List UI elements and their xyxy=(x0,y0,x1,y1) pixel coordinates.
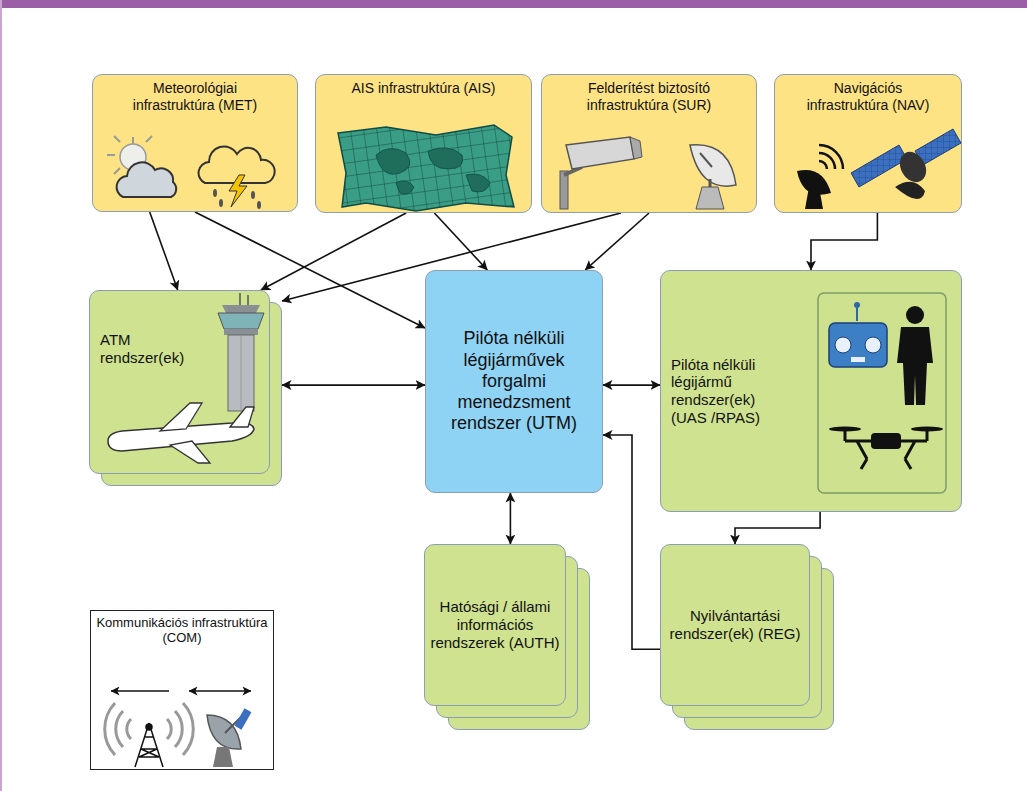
map-regions xyxy=(376,148,490,194)
remote-controller xyxy=(829,302,887,367)
header-bar xyxy=(0,0,1027,8)
sun xyxy=(120,144,146,170)
connector-arrow xyxy=(811,213,877,270)
connector-arrow xyxy=(150,212,178,290)
inner-panel xyxy=(818,293,946,493)
arrow xyxy=(111,690,169,692)
infrastructure-box: Navigációs infrastruktúra (NAV) xyxy=(774,74,962,213)
node-label: Kommunikációs infrastruktúra (COM) xyxy=(94,615,270,646)
atm-icons xyxy=(90,291,271,475)
cloud xyxy=(117,162,177,197)
node-label: Nyilvántartási rendszer(ek) (REG) xyxy=(664,607,806,642)
infrastructure-box: Kommunikációs infrastruktúra (COM) xyxy=(90,610,274,770)
sun-rays xyxy=(107,136,152,174)
satellite xyxy=(851,129,961,199)
node-label: Pilóta nélküli légijármű rendszer(ek) (U… xyxy=(671,356,795,427)
radio-waves xyxy=(105,703,194,755)
infrastructure-box: Meteorológiai infrastruktúra (MET) xyxy=(92,74,298,212)
connector-arrow xyxy=(603,384,660,386)
system-box: Pilóta nélküli légijármű rendszer(ek) (U… xyxy=(660,270,962,512)
connector-arrow xyxy=(282,384,425,386)
system-box: ATM rendszer(ek) xyxy=(89,290,270,474)
camera xyxy=(560,137,642,209)
infrastructure-box: AIS infrastruktúra (AIS) xyxy=(315,74,532,213)
system-box: Hatósági / állami információs rendszerek… xyxy=(424,544,566,706)
radar-dish xyxy=(690,145,736,209)
node-label: Navigációs infrastruktúra (NAV) xyxy=(803,80,933,113)
frame-line xyxy=(0,0,2,791)
map-grid xyxy=(338,125,514,211)
connector-arrow xyxy=(585,213,649,270)
person-silhouette xyxy=(897,306,933,405)
control-tower xyxy=(218,293,264,411)
ground-antenna xyxy=(797,145,843,209)
infrastructure-box: Felderítést biztosító infrastruktúra (SU… xyxy=(541,74,757,213)
node-label: ATM rendszer(ek) xyxy=(100,331,204,366)
connector-arrow xyxy=(510,493,512,544)
node-label: AIS infrastruktúra (AIS) xyxy=(344,80,504,97)
arrow xyxy=(189,690,251,692)
lightning xyxy=(229,175,247,207)
utm-box: Pilóta nélküli légijárművek forgalmi men… xyxy=(425,270,603,493)
node-label: Meteorológiai infrastruktúra (MET) xyxy=(129,80,261,113)
connector-arrow xyxy=(603,435,660,649)
storm-cloud xyxy=(199,146,275,183)
connector-arrow xyxy=(735,512,820,544)
node-label: Hatósági / állami információs rendszerek… xyxy=(428,598,562,651)
airplane xyxy=(108,403,254,463)
connector-arrow xyxy=(261,213,406,290)
node-label: Felderítést biztosító infrastruktúra (SU… xyxy=(561,80,737,113)
rain xyxy=(213,189,261,209)
map xyxy=(338,125,514,211)
drone xyxy=(829,427,943,470)
node-label: Pilóta nélküli légijárművek forgalmi men… xyxy=(432,328,596,434)
system-box: Nyilvántartási rendszer(ek) (REG) xyxy=(660,544,810,706)
satellite-dish xyxy=(207,708,251,767)
connector-arrow xyxy=(434,213,487,270)
radio-tower xyxy=(135,723,163,767)
